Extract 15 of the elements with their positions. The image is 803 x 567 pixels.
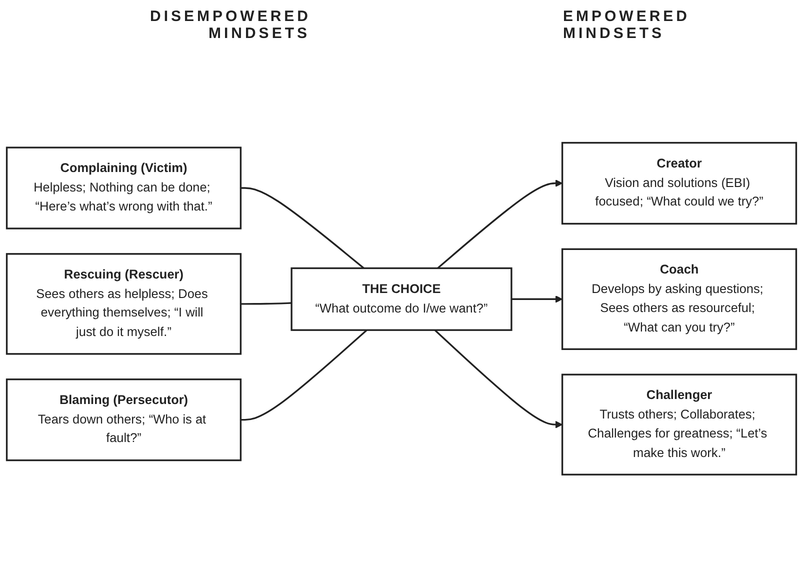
node-box: THE CHOICE “What outcome do I/we want?” <box>290 267 512 331</box>
node-box: Complaining (Victim) Helpless; Nothing can be done; “Here’s what’s wrong with that.” <box>6 146 242 230</box>
node-box: Blaming (Persecutor) Tears down others; “Who is at fault?” <box>6 378 242 461</box>
arrow <box>511 295 563 303</box>
node-box: Rescuing (Rescuer) Sees others as helpless; Does everything themselves; “I will just do it myself.” <box>6 252 242 355</box>
connector <box>240 302 292 305</box>
node-box: Challenger Trusts others; Collaborates; Challenges for greatness; “Let’s make this work.” <box>561 374 798 476</box>
column-heading: DISEMPOWERED MINDSETS <box>150 8 310 44</box>
arrow <box>434 329 563 428</box>
connector <box>240 186 364 269</box>
connector <box>240 329 368 420</box>
column-heading: EMPOWERED MINDSETS <box>563 8 692 44</box>
node-box: Coach Develops by asking questions; Sees others as resourceful; “What can you try?” <box>561 248 798 350</box>
node-box: Creator Vision and solutions (EBI) focused; “What could we try?” <box>561 142 798 224</box>
arrow <box>437 179 563 269</box>
